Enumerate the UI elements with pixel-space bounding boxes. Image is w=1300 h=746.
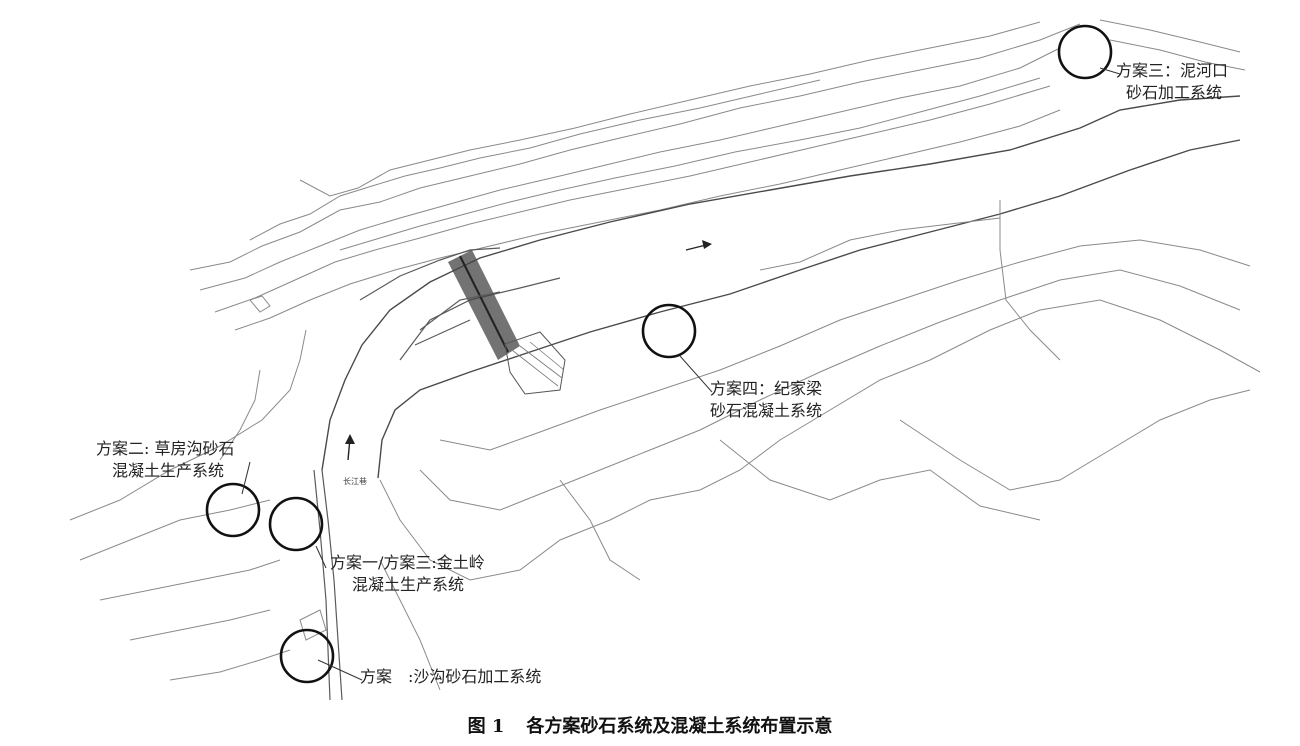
callout-line: 混凝土生产系统 xyxy=(352,575,465,594)
callout-scheme4-jijialiang: 方案四：纪家梁 砂石混凝土系统 xyxy=(710,378,822,422)
callout-line: 砂石混凝土系统 xyxy=(710,401,823,420)
site-marker-nihekou xyxy=(1057,24,1113,80)
callout-line: 方案三：泥河口 xyxy=(1116,61,1229,80)
site-marker-shagou xyxy=(279,628,335,684)
leader-lines xyxy=(241,67,1121,681)
south-bank-contours xyxy=(379,200,1261,581)
callout-line: 方案二: 草房沟砂石 xyxy=(96,439,235,458)
callout-scheme3-nihekou: 方案三：泥河口 砂石加工系统 xyxy=(1116,60,1228,104)
river-label: 长江巷 xyxy=(343,476,367,486)
callout-scheme1-3-jintuling: 方案一/方案三:金土岭 混凝土生产系统 xyxy=(330,552,485,596)
caption-text: 各方案砂石系统及混凝土系统布置示意 xyxy=(526,716,833,737)
west-bank-contours xyxy=(69,329,441,701)
caption-number: 图 1 xyxy=(467,716,505,737)
site-marker-jijialiang xyxy=(641,303,697,359)
flow-arrow-main xyxy=(685,240,712,251)
callout-scheme1-shagou: 方案 :沙沟砂石加工系统 xyxy=(360,666,541,688)
site-markers xyxy=(205,24,1113,684)
figure-caption: 图 1 各方案砂石系统及混凝土系统布置示意 xyxy=(0,712,1300,738)
callout-line: 方案一/方案三:金土岭 xyxy=(330,553,485,572)
river-channel xyxy=(321,95,1241,479)
north-bank-contours xyxy=(189,19,1246,331)
callout-line: 方案 :沙沟砂石加工系统 xyxy=(360,667,542,686)
callout-line: 砂石加工系统 xyxy=(1126,83,1223,102)
callout-line: 混凝土生产系统 xyxy=(112,461,225,480)
flow-arrow-left xyxy=(345,434,355,461)
callout-scheme2-caofanggou: 方案二: 草房沟砂石 混凝土生产系统 xyxy=(96,438,234,482)
dam-structure xyxy=(414,250,566,395)
site-marker-jintuling xyxy=(268,496,324,552)
callout-line: 方案四：纪家梁 xyxy=(710,379,823,398)
site-marker-caofanggou xyxy=(205,482,261,538)
